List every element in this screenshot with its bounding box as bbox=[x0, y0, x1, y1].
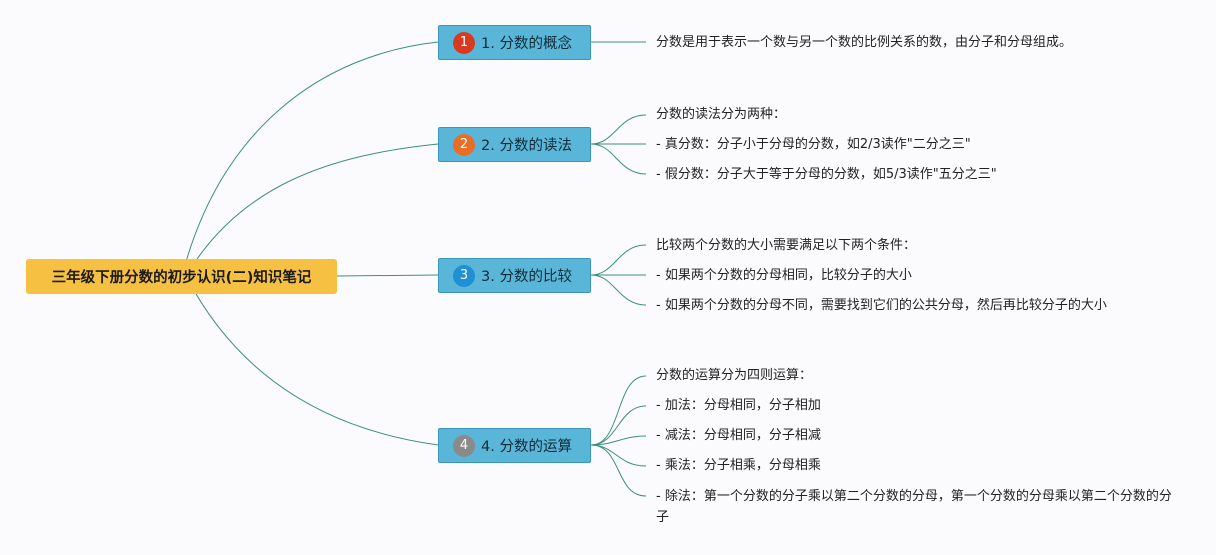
branch-reading[interactable]: 2 2. 分数的读法 bbox=[438, 127, 591, 162]
branch-label: 2. 分数的读法 bbox=[481, 138, 572, 154]
priority-3-badge-icon: 3 bbox=[453, 264, 475, 287]
leaf-comparison-1[interactable]: 比较两个分数的大小需要满足以下两个条件： bbox=[656, 238, 917, 253]
connector-branch-4-leaf-5 bbox=[590, 444, 647, 497]
connector-branch-2-leaf-1 bbox=[590, 114, 647, 145]
leaf-operations-5[interactable]: - 除法：第一个分数的分子乘以第二个分数的分母，第一个分数的分母乘以第二个分数的… bbox=[656, 489, 1172, 525]
leaf-reading-1[interactable]: 分数的读法分为两种： bbox=[656, 107, 787, 122]
leaf-operations-1[interactable]: 分数的运算分为四则运算： bbox=[656, 368, 813, 383]
root-title: 三年级下册分数的初步认识(二)知识笔记 bbox=[51, 270, 312, 286]
priority-4-badge-icon: 4 bbox=[453, 434, 475, 457]
branch-label: 4. 分数的运算 bbox=[481, 439, 572, 455]
root-topic[interactable]: 三年级下册分数的初步认识(二)知识笔记 bbox=[26, 259, 337, 294]
leaf-concept-1[interactable]: 分数是用于表示一个数与另一个数的比例关系的数，由分子和分母组成。 bbox=[656, 35, 1073, 50]
connector-branch-4-leaf-3 bbox=[590, 435, 647, 446]
connector-branch-4-leaf-1 bbox=[590, 375, 647, 446]
connector-root-branch-2 bbox=[185, 143, 439, 277]
connector-root-branch-3 bbox=[336, 274, 439, 277]
leaf-comparison-2[interactable]: - 如果两个分数的分母相同，比较分子的大小 bbox=[656, 268, 912, 283]
branch-concept[interactable]: 1 1. 分数的概念 bbox=[438, 25, 591, 60]
leaf-reading-2[interactable]: - 真分数：分子小于分母的分数，如2/3读作"二分之三" bbox=[656, 137, 971, 152]
connector-branch-3-leaf-1 bbox=[590, 244, 647, 276]
leaf-comparison-3[interactable]: - 如果两个分数的分母不同，需要找到它们的公共分母，然后再比较分子的大小 bbox=[656, 298, 1107, 313]
connector-root-branch-4 bbox=[185, 275, 439, 446]
connector-root-branch-1 bbox=[181, 41, 439, 277]
priority-2-badge-icon: 2 bbox=[453, 133, 475, 156]
leaf-operations-4[interactable]: - 乘法：分子相乘，分母相乘 bbox=[656, 458, 821, 473]
connector-branch-4-leaf-2 bbox=[590, 405, 647, 446]
leaf-reading-3[interactable]: - 假分数：分子大于等于分母的分数，如5/3读作"五分之三" bbox=[656, 167, 997, 182]
priority-1-badge-icon: 1 bbox=[453, 31, 475, 54]
leaf-operations-2[interactable]: - 加法：分母相同，分子相加 bbox=[656, 398, 821, 413]
connector-branch-3-leaf-3 bbox=[590, 274, 647, 306]
branch-comparison[interactable]: 3 3. 分数的比较 bbox=[438, 258, 591, 293]
branch-operations[interactable]: 4 4. 分数的运算 bbox=[438, 428, 591, 463]
branch-label: 1. 分数的概念 bbox=[481, 36, 572, 52]
branch-label: 3. 分数的比较 bbox=[481, 269, 572, 285]
connector-branch-4-leaf-4 bbox=[590, 444, 647, 467]
leaf-operations-3[interactable]: - 减法：分母相同，分子相减 bbox=[656, 428, 821, 443]
connector-branch-2-leaf-3 bbox=[590, 143, 647, 175]
